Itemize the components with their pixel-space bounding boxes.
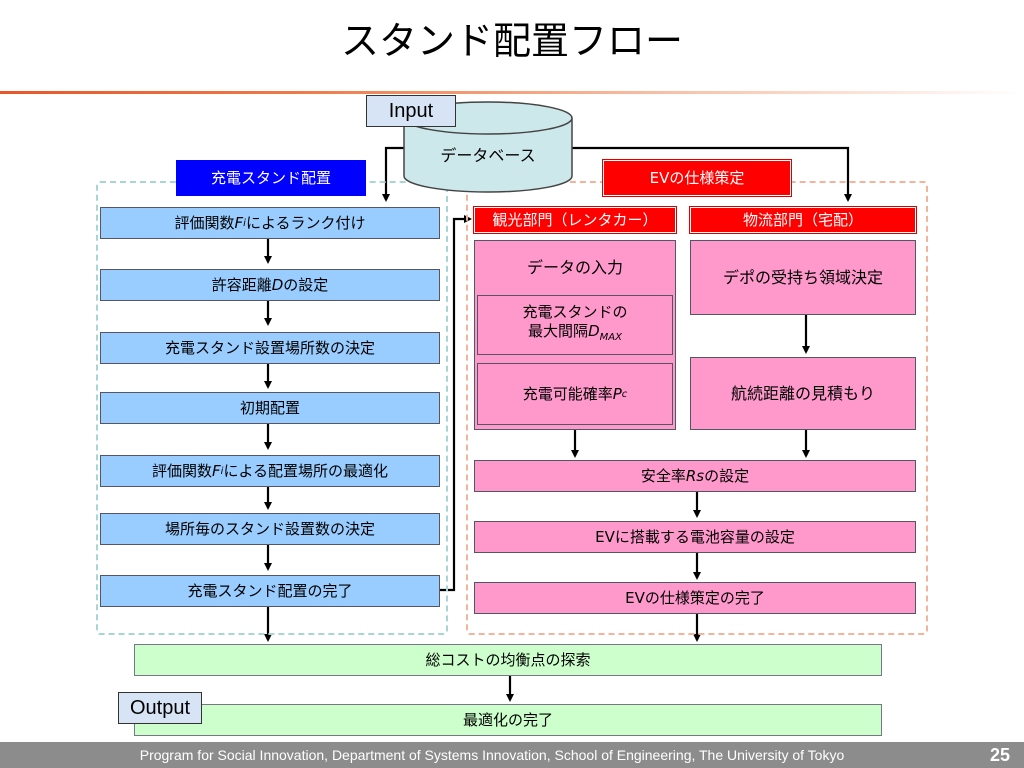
site-count-step: 充電スタンド設置場所数の決定 — [100, 332, 440, 364]
stand-count-step: 場所毎のスタンド設置数の決定 — [100, 513, 440, 545]
range-estimate-box: 航続距離の見積もり — [690, 357, 916, 430]
battery-capacity-step: EVに搭載する電池容量の設定 — [474, 521, 916, 553]
database-label: データベース — [440, 146, 536, 165]
ev-spec-header: EVの仕様策定 — [602, 159, 792, 197]
logistics-header: 物流部門（宅配） — [689, 206, 917, 234]
footer-text: Program for Social Innovation, Departmen… — [139, 747, 845, 763]
depot-area-box: デポの受持ち領域決定 — [690, 240, 916, 315]
footer-bar: Program for Social Innovation, Departmen… — [0, 742, 1024, 768]
tourism-header: 観光部門（レンタカー） — [473, 206, 677, 234]
data-input-label: データの入力 — [526, 258, 623, 277]
input-tag: Input — [366, 95, 456, 127]
title-divider — [0, 91, 1024, 94]
initial-placement-step: 初期配置 — [100, 392, 440, 424]
page-title: スタンド配置フロー — [340, 19, 683, 63]
page-number: 25 — [989, 745, 1010, 765]
stand-placement-header: 充電スタンド配置 — [176, 160, 366, 196]
optimization-done-step: 最適化の完了 — [134, 704, 882, 736]
max-interval-box: 充電スタンドの 最大間隔DMAX — [477, 295, 673, 355]
output-tag: Output — [118, 692, 202, 724]
placement-done-step: 充電スタンド配置の完了 — [100, 575, 440, 607]
cost-balance-step: 総コストの均衡点の探索 — [134, 644, 882, 676]
ev-spec-done-step: EVの仕様策定の完了 — [474, 582, 916, 614]
